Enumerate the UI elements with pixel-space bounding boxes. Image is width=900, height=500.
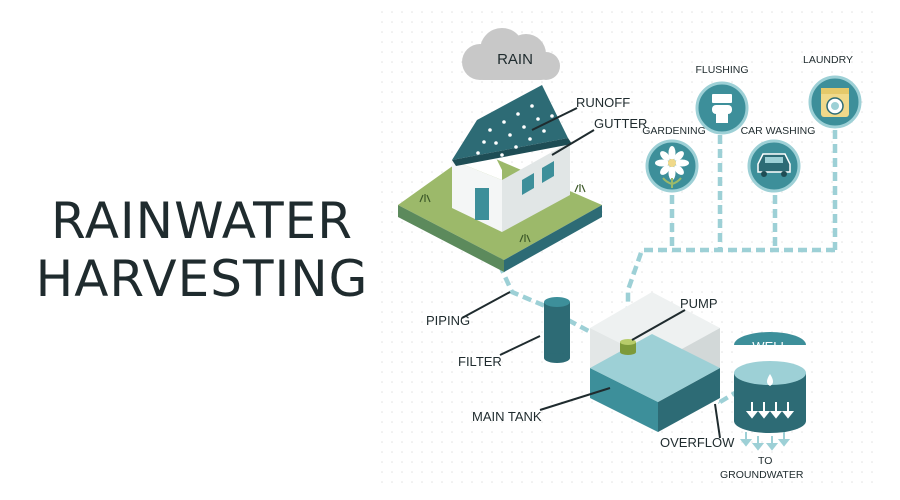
leader-pump <box>631 309 686 341</box>
washing-machine-icon <box>821 88 849 117</box>
label-to: TO <box>758 455 772 467</box>
use-laundry <box>808 75 862 129</box>
filter-cylinder <box>544 297 570 363</box>
label-flushing: FLUSHING <box>695 64 748 76</box>
tank-water-left <box>590 368 658 432</box>
label-piping: PIPING <box>426 313 470 328</box>
house-window-2 <box>542 161 554 183</box>
use-gardening <box>645 139 699 193</box>
leader-overflow <box>714 403 721 439</box>
label-gutter: GUTTER <box>594 116 647 131</box>
toilet-icon <box>712 94 732 123</box>
label-laundry: LAUNDRY <box>803 54 853 66</box>
flower-icon <box>655 146 689 188</box>
label-main-tank: MAIN TANK <box>472 409 542 424</box>
label-overflow: OVERFLOW <box>660 435 735 450</box>
leader-main-tank <box>539 387 611 411</box>
well-drop-icon <box>767 374 773 386</box>
use-car-washing <box>747 139 801 193</box>
house-door <box>475 188 489 220</box>
pump <box>620 339 636 355</box>
label-groundwater: GROUNDWATER <box>720 469 804 481</box>
leader-lines <box>461 107 721 439</box>
roof <box>452 85 568 160</box>
leader-piping <box>461 291 511 319</box>
leader-runoff <box>531 107 578 131</box>
roof-raindrops <box>476 104 554 157</box>
use-flushing <box>695 81 749 135</box>
label-filter: FILTER <box>458 354 502 369</box>
house <box>452 85 572 232</box>
rainwater-diagram: RAIN RUNOFF GUTTER FLUSHING LAUNDRY GARD… <box>380 10 880 490</box>
rain-cloud <box>462 28 560 80</box>
well <box>734 332 806 451</box>
label-car-washing: CAR WASHING <box>741 125 816 137</box>
label-well: WELL <box>752 339 787 354</box>
page-title: RAINWATER HARVESTING <box>32 192 372 308</box>
label-pump: PUMP <box>680 296 718 311</box>
leader-gutter <box>551 129 595 156</box>
title-line-1: RAINWATER <box>51 192 353 250</box>
label-runoff: RUNOFF <box>576 95 630 110</box>
tank-water-right <box>658 368 720 432</box>
label-rain: RAIN <box>497 51 533 68</box>
car-icon <box>757 153 791 177</box>
title-line-2: HARVESTING <box>35 250 369 308</box>
label-gardening: GARDENING <box>642 125 706 137</box>
leader-filter <box>499 335 541 356</box>
house-window-1 <box>522 173 534 195</box>
